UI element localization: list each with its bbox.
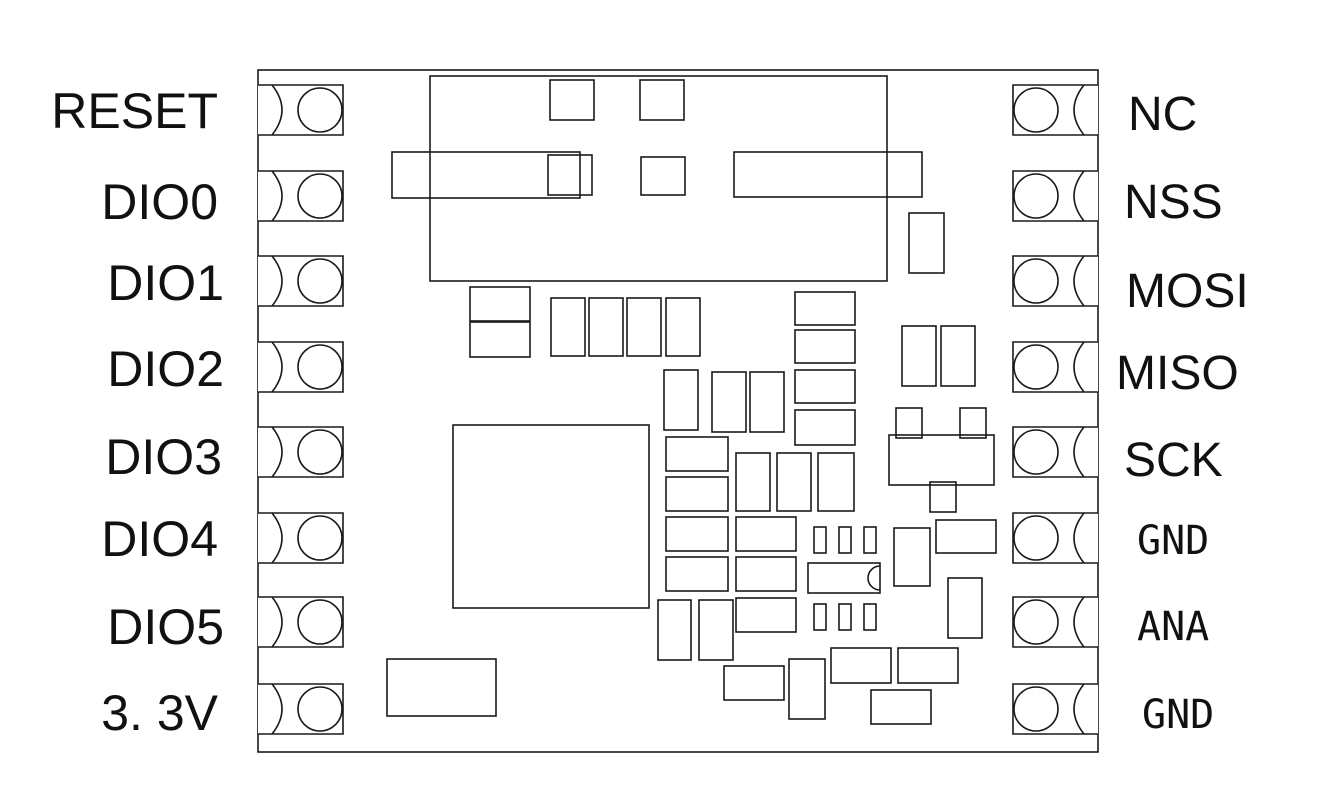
pin-label-right-7: ANA: [1137, 604, 1209, 650]
component-11: [588, 297, 624, 357]
component-8: [469, 286, 531, 322]
component-36: [735, 556, 797, 592]
pin-label-left-3: DIO1: [107, 255, 224, 311]
pad-left-3: [258, 255, 344, 307]
pad-left-5: [258, 426, 344, 478]
component-45: [935, 519, 997, 554]
component-50: [830, 647, 892, 684]
component-14: [794, 291, 856, 326]
pin-label-left-8: 3. 3V: [101, 685, 218, 741]
component-35: [735, 516, 797, 552]
component-20: [663, 369, 699, 431]
pad-right-5: [1012, 426, 1098, 478]
pin-label-left-1: RESET: [51, 83, 218, 139]
component-19: [940, 325, 976, 387]
component-23: [452, 424, 650, 609]
component-17: [794, 409, 856, 446]
pad-right-3: [1012, 255, 1098, 307]
component-7: [908, 212, 945, 274]
component-52: [723, 665, 785, 701]
pad-left-2: [258, 170, 344, 222]
component-27: [665, 556, 729, 592]
component-30: [817, 452, 855, 512]
component-31: [888, 434, 995, 486]
component-18: [901, 325, 937, 387]
pad-left-4: [258, 341, 344, 393]
component-notched: [807, 562, 881, 594]
component-40: [863, 526, 877, 554]
pad-right-7: [1012, 596, 1098, 648]
pin-label-left-5: DIO3: [105, 429, 222, 485]
pin-label-left-7: DIO5: [107, 599, 224, 655]
pin-label-left-4: DIO2: [107, 341, 224, 397]
component-32: [895, 407, 923, 439]
component-2: [639, 79, 685, 121]
pad-right-2: [1012, 170, 1098, 222]
component-26: [665, 516, 729, 552]
component-51: [897, 647, 959, 684]
component-38: [813, 526, 827, 554]
component-34: [929, 481, 957, 513]
component-53: [788, 658, 826, 720]
pin-label-right-4: MISO: [1116, 347, 1239, 400]
pad-left-6: [258, 512, 344, 564]
component-24: [665, 436, 729, 472]
component-16: [794, 369, 856, 404]
left-pin-labels: RESET DIO0 DIO1 DIO2 DIO3 DIO4 DIO5 3. 3…: [51, 83, 224, 741]
component-22: [749, 371, 785, 433]
right-pads: [1012, 84, 1098, 735]
component-48: [698, 599, 734, 661]
component-47: [657, 599, 692, 661]
pin-label-right-6: GND: [1137, 518, 1209, 564]
components: [386, 79, 997, 725]
board-outline: [257, 69, 1099, 753]
component-54: [870, 689, 932, 725]
component-29: [776, 452, 812, 512]
rf-shield: [429, 75, 888, 282]
component-37: [735, 597, 797, 633]
component-39: [838, 526, 852, 554]
pin-label-right-8: GND: [1142, 692, 1214, 738]
component-12: [626, 297, 662, 357]
component-33: [959, 407, 987, 439]
pad-right-4: [1012, 341, 1098, 393]
component-46: [947, 577, 983, 639]
pin-label-right-1: NC: [1128, 88, 1197, 141]
component-13: [665, 297, 701, 357]
pad-right-6: [1012, 512, 1098, 564]
pad-right-1: [1012, 84, 1098, 136]
component-28: [735, 452, 771, 512]
component-1: [549, 79, 595, 121]
pin-label-right-2: NSS: [1124, 176, 1223, 229]
component-3: [391, 151, 581, 199]
pad-left-8: [258, 683, 344, 735]
component-42: [838, 603, 852, 631]
pin-label-right-5: SCK: [1124, 434, 1223, 487]
pad-right-8: [1012, 683, 1098, 735]
component-4: [547, 154, 593, 196]
pad-left-1: [258, 84, 344, 136]
left-pads: [258, 84, 344, 735]
component-49: [386, 658, 497, 717]
pin-label-left-6: DIO4: [101, 511, 218, 567]
component-21: [711, 371, 747, 433]
component-5: [640, 156, 686, 196]
pin-label-left-2: DIO0: [101, 174, 218, 230]
component-10: [550, 297, 586, 357]
component-15: [794, 329, 856, 364]
component-9: [469, 321, 531, 358]
pin-label-right-3: MOSI: [1126, 265, 1249, 318]
component-43: [863, 603, 877, 631]
component-6: [733, 151, 923, 198]
right-pin-labels: NC NSS MOSI MISO SCK GND ANA GND: [1116, 88, 1249, 738]
component-25: [665, 476, 729, 512]
component-41: [813, 603, 827, 631]
component-44: [893, 527, 931, 587]
pad-left-7: [258, 596, 344, 648]
